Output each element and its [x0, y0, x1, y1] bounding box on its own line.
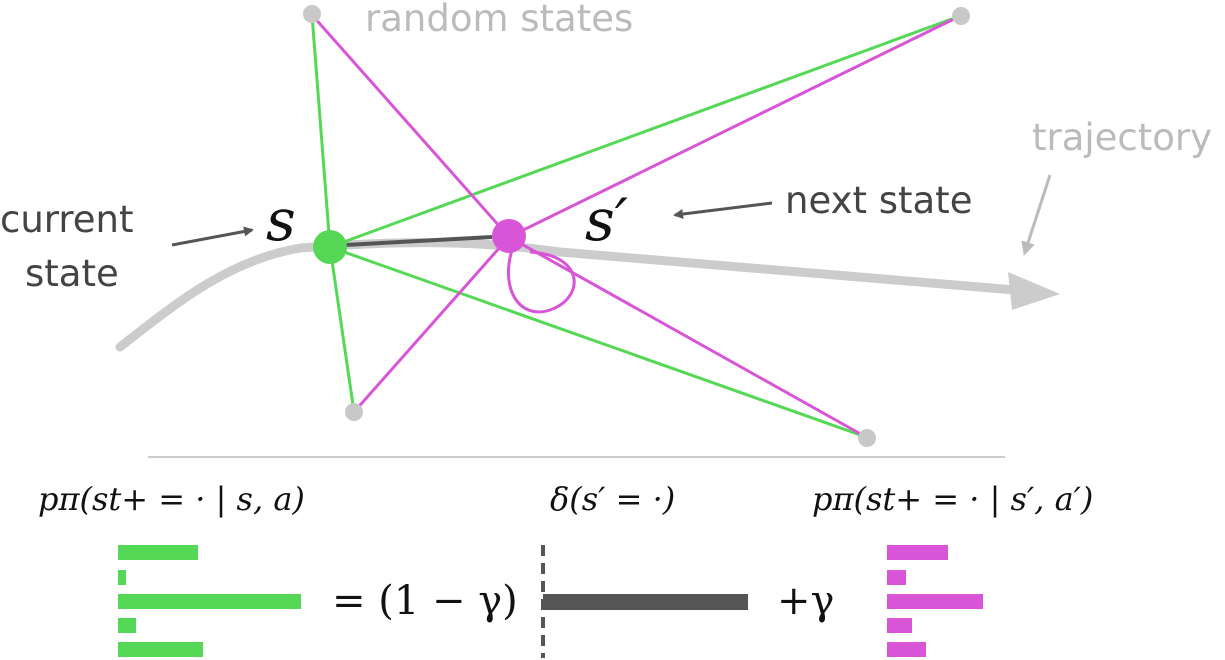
rhs-bar-1 — [887, 545, 948, 560]
lhs-bar-2 — [118, 570, 126, 585]
edge-s-prime-top-right — [508, 14, 961, 239]
trajectory-pointer-arrow — [1021, 174, 1052, 256]
s-symbol: s — [266, 186, 296, 254]
current-state-node — [313, 230, 347, 264]
trajectory-arrowhead — [1008, 272, 1060, 310]
edge-s-bottom-right — [329, 245, 867, 439]
lhs-histogram — [118, 545, 301, 657]
lhs-bar-1 — [118, 545, 198, 560]
edge-s-top-left — [310, 14, 332, 248]
random-state-node-top-left — [303, 5, 321, 23]
edge-s-top-right — [329, 14, 961, 249]
random-state-node-bottom-right — [858, 429, 876, 447]
lhs-bar-5 — [118, 642, 203, 657]
rhs-bar-5 — [887, 642, 926, 657]
equals-one-minus-gamma: = (1 − γ) — [332, 578, 518, 624]
current-state-pointer-arrow — [171, 226, 254, 247]
current-state-label-line2: state — [25, 252, 119, 295]
random-state-node-bottom-left — [345, 403, 363, 421]
lhs-bar-3 — [118, 594, 301, 609]
rhs-bar-4 — [887, 618, 912, 633]
self-loop — [506, 249, 576, 314]
trajectory-label: trajectory — [1032, 116, 1212, 159]
edge-s-prime-bottom-right — [508, 235, 867, 439]
rhs-bar-2 — [887, 570, 906, 585]
next-state-node — [492, 219, 526, 253]
s-prime-symbol: s′ — [585, 186, 628, 254]
edge-s-bottom-left — [328, 246, 356, 413]
random-state-node-top-right — [952, 7, 970, 25]
plus-gamma: +γ — [777, 578, 834, 624]
current-state-label-line1: current — [0, 198, 133, 241]
rhs-bar-3 — [887, 594, 983, 609]
delta-bar — [543, 594, 748, 610]
next-state-pointer-arrow — [673, 201, 773, 219]
transition-line — [344, 235, 493, 247]
delta-distribution-label: δ(s′ = ·) — [550, 480, 675, 518]
random-states-label: random states — [365, 0, 633, 40]
rhs-histogram — [887, 545, 983, 657]
random-state-nodes — [303, 5, 970, 447]
current-state-edges — [310, 14, 961, 439]
edge-s-prime-bottom-left — [352, 236, 511, 413]
rhs-distribution-label: pπ(st+ = · | s′, a′) — [812, 480, 1093, 518]
next-state-label: next state — [785, 179, 972, 222]
next-state-edges — [310, 14, 961, 439]
lhs-distribution-label: pπ(st+ = · | s, a) — [38, 480, 305, 518]
edge-s-prime-top-left — [310, 14, 511, 238]
lhs-bar-4 — [118, 618, 136, 633]
